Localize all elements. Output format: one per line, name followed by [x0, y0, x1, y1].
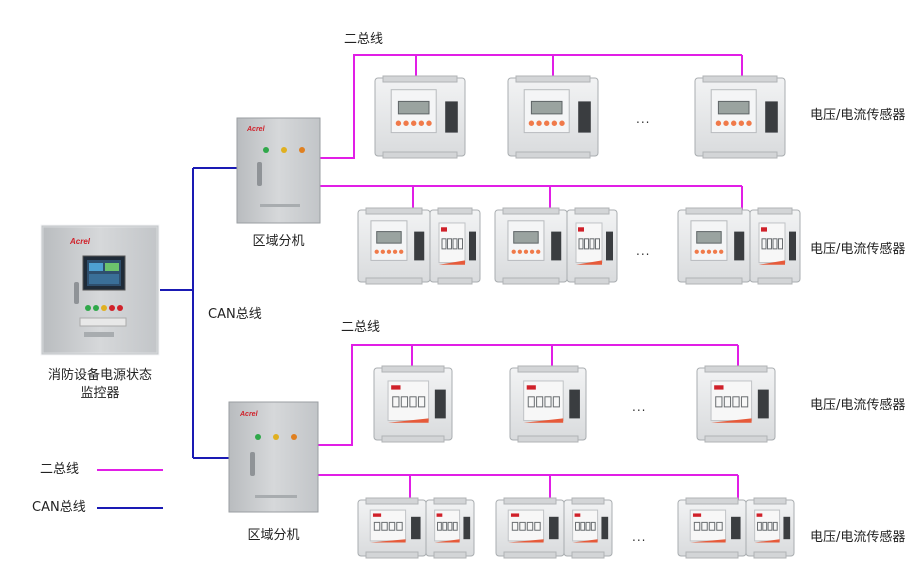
indicator-lamp-icon	[117, 305, 123, 311]
monitor-label-line2: 监控器	[80, 385, 120, 401]
sensor-devices	[357, 75, 801, 559]
more-devices-ellipsis: ...	[632, 530, 647, 544]
indicator-lamp-icon	[109, 305, 115, 311]
monitor-cabinet[interactable]: Acrel	[40, 224, 160, 356]
indicator-lamp-icon	[93, 305, 99, 311]
din-rail-device-icon[interactable]	[495, 497, 565, 559]
sensor-label: 电压/电流传感器	[810, 398, 906, 413]
zone-unit-label: 区域分机	[247, 528, 300, 543]
indicator-lamp-icon	[299, 147, 305, 153]
din-rail-device-icon[interactable]	[373, 365, 453, 443]
brand-logo: Acrel	[239, 411, 259, 418]
din-rail-device-icon[interactable]	[357, 207, 431, 285]
din-rail-device-icon[interactable]	[696, 365, 776, 443]
monitor-label-line1: 消防设备电源状态	[47, 368, 152, 383]
sensor-label: 电压/电流传感器	[810, 530, 906, 545]
two-bus-line	[318, 344, 738, 446]
indicator-lamp-icon	[281, 147, 287, 153]
din-rail-device-icon[interactable]	[425, 497, 475, 559]
indicator-lamp-icon	[273, 434, 279, 440]
din-rail-device-icon[interactable]	[749, 207, 801, 285]
din-rail-device-icon[interactable]	[677, 497, 747, 559]
two-bus-wiring	[318, 54, 743, 500]
two-bus-label: 二总线	[344, 32, 384, 47]
zone-cabinet[interactable]: Acrel	[228, 401, 319, 513]
din-rail-device-icon[interactable]	[694, 75, 786, 159]
din-rail-device-icon[interactable]	[745, 497, 795, 559]
more-devices-ellipsis: ...	[636, 244, 651, 258]
din-rail-device-icon[interactable]	[507, 75, 599, 159]
cabinet-icon	[236, 117, 321, 224]
legend-label-can-bus: CAN总线	[32, 500, 86, 515]
din-rail-device-icon[interactable]	[429, 207, 481, 285]
more-devices-ellipsis: ...	[636, 112, 651, 126]
brand-logo: Acrel	[246, 126, 266, 133]
indicator-lamp-icon	[263, 147, 269, 153]
indicator-lamp-icon	[255, 434, 261, 440]
brand-logo: Acrel	[69, 237, 91, 246]
din-rail-device-icon[interactable]	[494, 207, 568, 285]
more-devices-ellipsis: ...	[632, 400, 647, 414]
two-bus-line	[320, 54, 742, 159]
sensor-label: 电压/电流传感器	[810, 242, 906, 257]
din-rail-device-icon[interactable]	[357, 497, 427, 559]
din-rail-device-icon[interactable]	[374, 75, 466, 159]
din-rail-device-icon[interactable]	[509, 365, 587, 443]
legend-label-two-bus: 二总线	[40, 462, 80, 477]
din-rail-device-icon[interactable]	[563, 497, 613, 559]
zone-cabinet[interactable]: Acrel	[236, 117, 321, 224]
can-bus-wiring	[160, 167, 237, 459]
indicator-lamp-icon	[291, 434, 297, 440]
two-bus-label: 二总线	[341, 320, 381, 335]
sensor-label: 电压/电流传感器	[810, 108, 906, 123]
din-rail-device-icon[interactable]	[566, 207, 618, 285]
din-rail-device-icon[interactable]	[677, 207, 751, 285]
indicator-lamp-icon	[85, 305, 91, 311]
zone-unit-label: 区域分机	[252, 234, 305, 249]
cabinet-icon	[228, 401, 319, 513]
indicator-lamp-icon	[101, 305, 107, 311]
monitor-label: 消防设备电源状态 监控器	[42, 368, 158, 401]
can-bus-label: CAN总线	[208, 307, 262, 322]
